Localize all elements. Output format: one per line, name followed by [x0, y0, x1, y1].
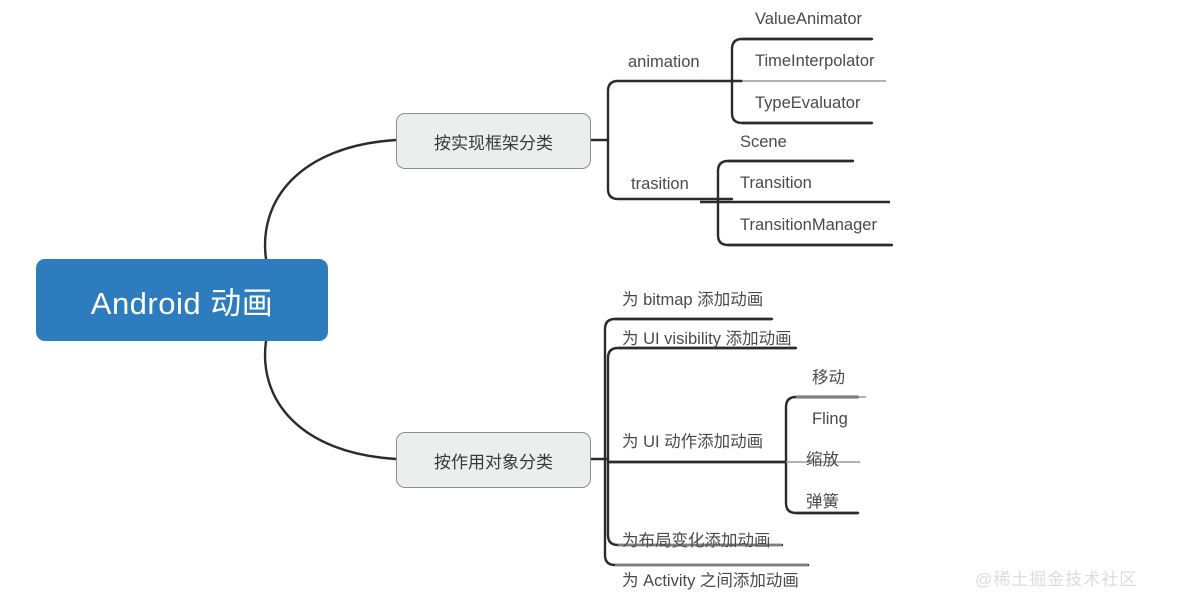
leaf-ui-visibility-animation[interactable]: 为 UI visibility 添加动画 — [622, 330, 792, 348]
root-node[interactable]: Android 动画 — [36, 259, 328, 341]
leaf-scale[interactable]: 缩放 — [806, 451, 839, 469]
branch-node-1[interactable]: 按实现框架分类 — [396, 113, 591, 169]
root-node-label: Android 动画 — [90, 285, 274, 321]
leaf-scene[interactable]: Scene — [740, 133, 787, 151]
branch-node-1-label: 按实现框架分类 — [434, 133, 553, 153]
watermark: @稀土掘金技术社区 — [975, 570, 1138, 589]
leaf-transitionmanager[interactable]: TransitionManager — [740, 216, 877, 234]
branch-node-2[interactable]: 按作用对象分类 — [396, 432, 591, 488]
leaf-layout-change-animation[interactable]: 为布局变化添加动画 — [622, 532, 771, 550]
leaf-valueanimator[interactable]: ValueAnimator — [755, 10, 863, 28]
leaf-trasition[interactable]: trasition — [631, 175, 689, 193]
leaf-timeinterpolator[interactable]: TimeInterpolator — [755, 52, 875, 70]
leaf-transition[interactable]: Transition — [740, 174, 812, 192]
wire-root-to-branch-2 — [263, 339, 398, 461]
branch-node-2-label: 按作用对象分类 — [434, 452, 553, 472]
leaf-activity-transition-animation[interactable]: 为 Activity 之间添加动画 — [622, 572, 799, 590]
leaf-ui-action-animation[interactable]: 为 UI 动作添加动画 — [622, 433, 764, 451]
leaf-typeevaluator[interactable]: TypeEvaluator — [755, 94, 861, 112]
leaf-spring[interactable]: 弹簧 — [806, 493, 839, 511]
wire-root-to-branch-1 — [263, 138, 398, 261]
leaf-bitmap-animation[interactable]: 为 bitmap 添加动画 — [622, 291, 764, 309]
leaf-animation[interactable]: animation — [628, 53, 700, 71]
leaf-move[interactable]: 移动 — [812, 369, 845, 387]
leaf-fling[interactable]: Fling — [812, 410, 848, 428]
